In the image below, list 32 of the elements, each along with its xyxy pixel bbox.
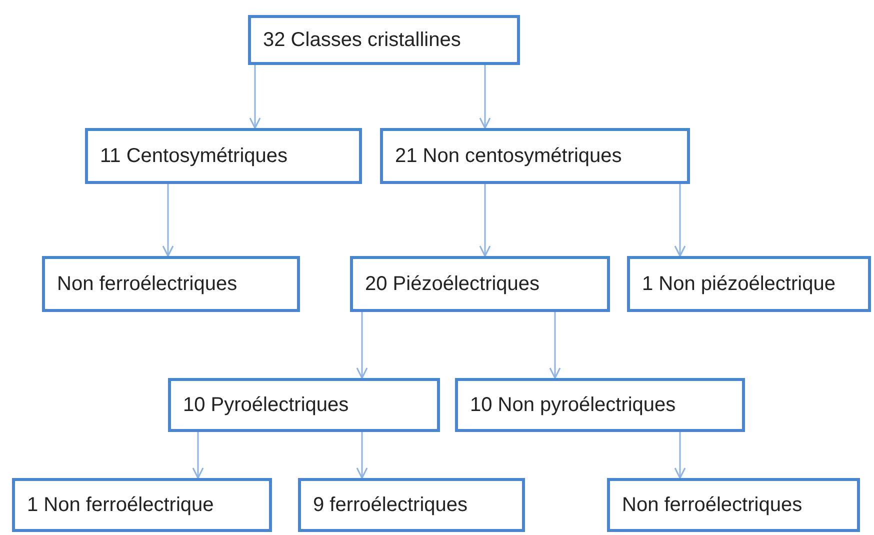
arrow: [249, 65, 261, 129]
arrow: [479, 184, 491, 257]
class-box: [85, 128, 362, 184]
class-label: 10 Non pyroélectriques: [470, 394, 676, 416]
class-box: [380, 128, 690, 184]
class-box: [627, 256, 871, 312]
class-label: Non ferroélectriques: [57, 272, 238, 296]
class-label: 1 Non ferroélectrique: [27, 494, 214, 516]
class-label: 20 Piézoélectriques: [365, 272, 540, 296]
class-box: [248, 15, 520, 65]
class-label: 11 Centosymétriques: [100, 144, 288, 168]
class-box: [12, 478, 272, 532]
class-label: 21 Non centosymétriques: [395, 144, 622, 168]
class-label: 9 ferroélectriques: [313, 494, 468, 516]
class-label: 32 Classes cristallines: [263, 28, 461, 52]
class-label: Non ferroélectriques: [622, 494, 802, 516]
class-box: [42, 256, 300, 312]
arrow: [356, 432, 368, 479]
arrow: [192, 432, 204, 479]
arrow: [356, 312, 368, 379]
class-box: [168, 378, 440, 432]
arrow: [162, 184, 174, 257]
class-label: 10 Pyroélectriques: [183, 394, 349, 416]
class-box: [298, 478, 525, 532]
arrow: [674, 432, 686, 479]
arrow: [479, 65, 491, 129]
class-box: [350, 256, 610, 312]
class-box: [607, 478, 860, 532]
class-box: [455, 378, 745, 432]
class-label: 1 Non piézoélectrique: [642, 272, 836, 296]
arrow: [549, 312, 561, 379]
arrow: [674, 184, 686, 257]
